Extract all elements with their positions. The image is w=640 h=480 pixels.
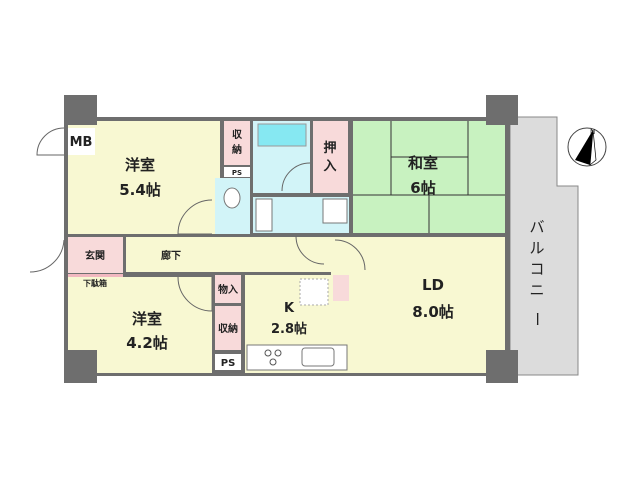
- kitchen-pillar: [333, 275, 349, 301]
- pillar: [486, 95, 518, 125]
- stove-icon: [264, 349, 282, 366]
- living-dining: [331, 237, 505, 373]
- sink-icon: [255, 198, 273, 232]
- closet-lower: [215, 306, 241, 350]
- balcony-label: バ ル コ ニ ー: [528, 218, 546, 327]
- shoe-box-label: 下駄箱: [83, 278, 107, 288]
- pillar: [64, 95, 97, 125]
- compass-label: N: [590, 128, 595, 136]
- kitchen-size: 2.8帖: [271, 321, 307, 337]
- japanese-room-size: 6帖: [410, 179, 435, 197]
- bathtub: [257, 123, 307, 147]
- kitchen-name: K: [284, 301, 295, 316]
- living-dining-name: LD: [422, 276, 444, 294]
- meter-box-label: MB: [70, 135, 93, 150]
- tatami-lines: [353, 121, 505, 233]
- kitchen-sink-icon: [301, 347, 335, 367]
- living-dining-size: 8.0帖: [412, 303, 454, 321]
- fridge-space: [299, 278, 329, 306]
- door-swings: [29, 127, 366, 312]
- oshiire-closet: [313, 121, 348, 193]
- closet-lower-label: 収納: [218, 322, 238, 335]
- storage: [215, 275, 241, 303]
- storage-label: 物入: [218, 283, 238, 296]
- balcony-char: コ: [529, 260, 544, 278]
- pillar: [486, 350, 518, 383]
- balcony-char: ニ: [529, 281, 544, 299]
- hallway-label: 廊下: [161, 249, 181, 262]
- washer-space: [322, 198, 348, 224]
- balcony-char: ー: [528, 311, 546, 326]
- pipe-space-lower-label: PS: [221, 358, 236, 369]
- hallway: [126, 237, 350, 272]
- oshiire-label-2: 入: [323, 159, 336, 174]
- western-room-2-size: 4.2帖: [126, 334, 168, 352]
- entrance-label: 玄関: [85, 249, 105, 262]
- balcony-char: ル: [529, 239, 544, 257]
- japanese-room-name: 和室: [408, 154, 438, 172]
- pipe-space-upper-label: PS: [232, 169, 242, 177]
- closet-upper-label-1: 収: [232, 129, 243, 141]
- oshiire-label-1: 押: [323, 140, 336, 156]
- balcony-char: バ: [529, 218, 544, 236]
- north-arrow-icon: N: [567, 127, 607, 167]
- pillar: [64, 350, 97, 383]
- western-room-1-name: 洋室: [125, 156, 155, 174]
- meter-box: [68, 128, 95, 155]
- toilet-icon: [223, 187, 241, 209]
- western-room-1-size: 5.4帖: [119, 181, 161, 199]
- entrance: [68, 237, 123, 273]
- western-room-2-name: 洋室: [132, 310, 162, 328]
- closet-upper: [224, 121, 250, 165]
- pipe-space-upper: [224, 167, 250, 177]
- pipe-space-lower: [215, 354, 241, 370]
- closet-upper-label-2: 納: [232, 143, 242, 156]
